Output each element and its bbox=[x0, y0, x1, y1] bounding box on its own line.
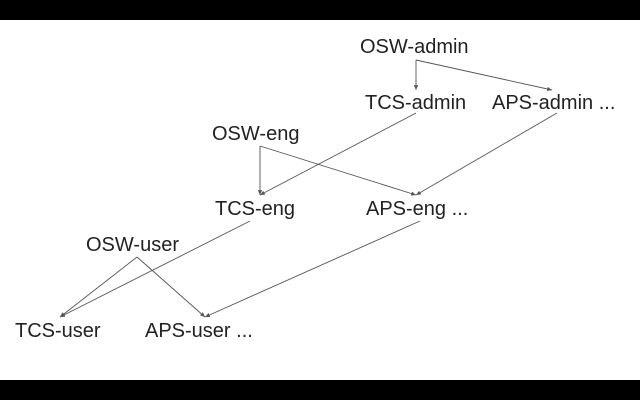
node-osw-admin: OSW-admin bbox=[360, 36, 469, 58]
node-aps-user: APS-user ... bbox=[145, 320, 253, 342]
edge-osw-admin-to-aps-admin bbox=[415, 59, 553, 92]
edge-tcs-eng-to-tcs-user bbox=[59, 220, 251, 318]
edge-aps-admin-to-aps-eng bbox=[415, 112, 558, 196]
node-aps-admin: APS-admin ... bbox=[492, 92, 616, 114]
edge-osw-user-to-tcs-user bbox=[59, 256, 138, 318]
node-osw-eng: OSW-eng bbox=[212, 123, 300, 145]
node-tcs-user: TCS-user bbox=[15, 320, 101, 342]
node-aps-eng: APS-eng ... bbox=[366, 198, 469, 220]
node-osw-user: OSW-user bbox=[86, 234, 179, 256]
hierarchy-diagram bbox=[59, 59, 558, 318]
edge-osw-eng-to-aps-eng bbox=[259, 145, 417, 196]
edge-tcs-admin-to-tcs-eng bbox=[259, 112, 417, 196]
edge-aps-eng-to-aps-user bbox=[204, 220, 421, 318]
node-tcs-eng: TCS-eng bbox=[215, 198, 296, 220]
edge-osw-user-to-aps-user bbox=[136, 256, 206, 318]
slide-canvas: OSW-admin TCS-admin APS-admin ... OSW-en… bbox=[0, 20, 640, 380]
node-tcs-admin: TCS-admin bbox=[365, 92, 467, 114]
